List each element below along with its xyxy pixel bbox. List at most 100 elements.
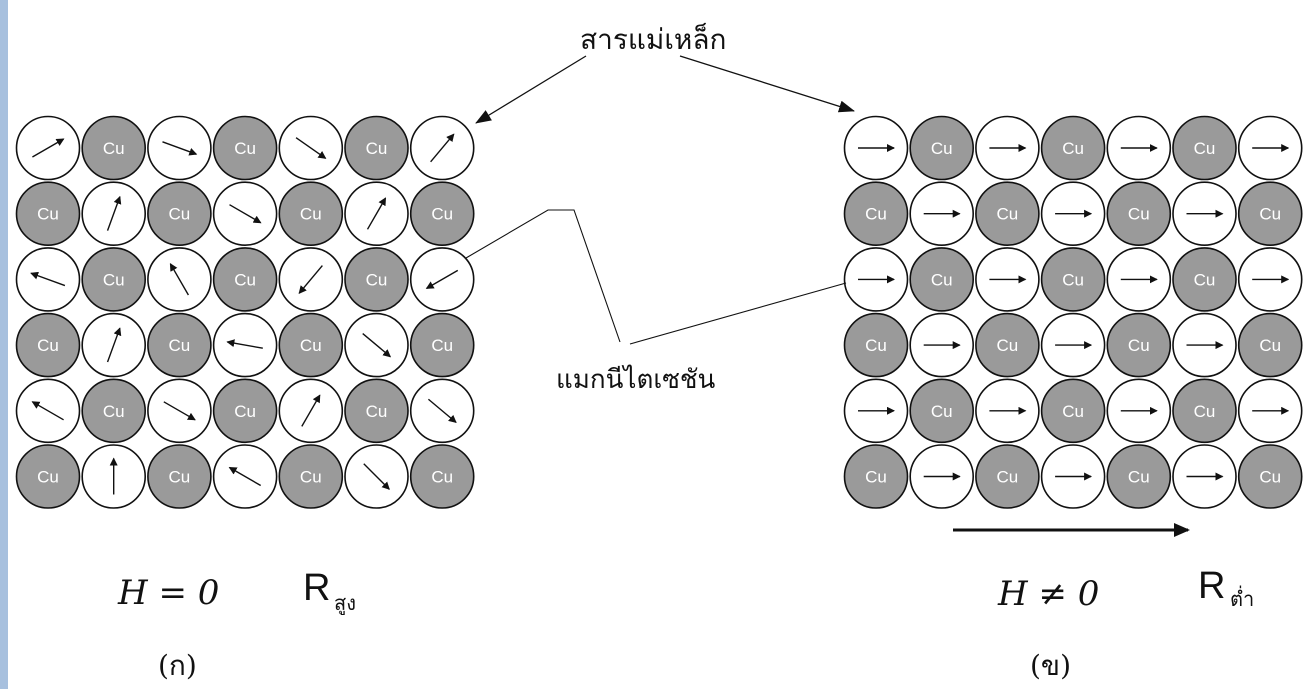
- right-cu-label: Cu: [865, 205, 887, 224]
- left-cu-atom: [278, 312, 344, 378]
- left-cu-label: Cu: [366, 139, 388, 158]
- right-cu-atom: [975, 312, 1040, 378]
- left-cu-label: Cu: [431, 468, 453, 487]
- right-caption: (ข): [1030, 649, 1071, 682]
- right-cu-label: Cu: [1194, 402, 1216, 421]
- right-cu-atom: [1237, 312, 1303, 378]
- right-cu-atom: [1237, 181, 1303, 246]
- right-cu-label: Cu: [931, 139, 953, 158]
- left-cu-label: Cu: [234, 402, 256, 421]
- left-cu-atom: [212, 378, 278, 444]
- right-cu-atom: [1106, 181, 1172, 246]
- right-cu-atom: [843, 312, 909, 378]
- left-cu-label: Cu: [234, 139, 256, 158]
- right-cu-label: Cu: [931, 402, 953, 421]
- left-cu-atom: [212, 247, 278, 312]
- right-cu-atom: [1106, 312, 1172, 378]
- left-magnetization-arrow: [430, 133, 455, 163]
- right-resistance-symbol: R: [1198, 565, 1225, 607]
- left-cu-atom: [344, 247, 409, 312]
- right-cu-atom: [1172, 247, 1237, 312]
- left-magnetization-arrow: [226, 339, 263, 349]
- right-cu-label: Cu: [865, 468, 887, 487]
- left-cu-atom: [81, 247, 146, 312]
- right-cu-atom: [975, 444, 1040, 509]
- right-cu-label: Cu: [931, 270, 953, 289]
- left-magnetization-arrow: [362, 332, 392, 358]
- right-cu-atom: [843, 444, 909, 509]
- right-cu-atom: [1237, 444, 1303, 509]
- right-cu-label: Cu: [1062, 402, 1084, 421]
- left-cu-atom: [278, 181, 344, 246]
- right-cu-atom: [909, 247, 975, 312]
- left-magnetization-arrow: [229, 204, 262, 224]
- right-cu-label: Cu: [1194, 139, 1216, 158]
- left-cu-label: Cu: [300, 336, 322, 355]
- left-field-equation: H = 0: [117, 573, 219, 613]
- right-cu-label: Cu: [1128, 336, 1150, 355]
- left-cu-label: Cu: [300, 205, 322, 224]
- left-magnetization-arrow: [298, 265, 323, 294]
- left-cu-atom: [15, 312, 81, 378]
- left-magnetization-arrow: [106, 327, 122, 363]
- right-cu-label: Cu: [1128, 205, 1150, 224]
- right-resistance-subscript: ต่ำ: [1230, 585, 1254, 611]
- left-magnetization-arrow: [228, 466, 262, 487]
- right-cu-atom: [909, 115, 975, 181]
- left-cu-label: Cu: [366, 402, 388, 421]
- left-cu-label: Cu: [234, 270, 256, 289]
- pointer-line-magnetic-left: [475, 55, 587, 124]
- left-cu-atom: [278, 444, 344, 509]
- right-cu-atom: [1106, 444, 1172, 509]
- left-magnetization-arrow: [427, 398, 457, 424]
- left-magnetization-arrow: [301, 394, 321, 427]
- pointer-line-magnetization-right: [629, 282, 847, 345]
- right-cu-label: Cu: [997, 468, 1019, 487]
- right-cu-label: Cu: [997, 336, 1019, 355]
- left-cu-label: Cu: [300, 468, 322, 487]
- left-cu-atom: [409, 181, 475, 246]
- left-cu-atom: [344, 115, 409, 181]
- left-magnetization-arrow: [169, 262, 190, 296]
- right-cu-atom: [975, 181, 1040, 246]
- right-cu-label: Cu: [1259, 205, 1281, 224]
- left-cu-atom: [147, 181, 212, 246]
- left-cu-atom: [81, 115, 146, 181]
- left-magnetization-arrow: [32, 138, 65, 158]
- left-cu-label: Cu: [169, 336, 191, 355]
- right-cu-atom: [1040, 115, 1106, 181]
- left-magnetization-arrow: [30, 271, 66, 287]
- left-magnetization-arrow: [425, 269, 459, 290]
- right-cu-atom: [1040, 378, 1106, 444]
- right-cu-atom: [1172, 378, 1237, 444]
- left-caption: (ก): [158, 649, 197, 682]
- left-cu-atom: [81, 378, 146, 444]
- right-cu-label: Cu: [1259, 468, 1281, 487]
- right-cu-label: Cu: [865, 336, 887, 355]
- left-cu-label: Cu: [169, 205, 191, 224]
- right-cu-label: Cu: [1062, 270, 1084, 289]
- left-cu-label: Cu: [37, 336, 59, 355]
- left-cu-label: Cu: [169, 468, 191, 487]
- left-magnetization-arrow: [363, 463, 390, 490]
- right-cu-atom: [1040, 247, 1106, 312]
- left-magnetization-arrow: [162, 141, 198, 156]
- left-cu-atom: [147, 312, 212, 378]
- left-cu-atom: [147, 444, 212, 509]
- pointer-line-magnetization-left: [465, 209, 621, 343]
- left-cu-atom: [409, 444, 475, 509]
- right-field-equation: H ≠ 0: [997, 574, 1099, 614]
- left-cu-label: Cu: [103, 139, 125, 158]
- right-cu-label: Cu: [1194, 270, 1216, 289]
- left-magnetization-arrow: [163, 401, 196, 421]
- left-cu-atom: [15, 181, 81, 246]
- left-magnetization-arrow: [366, 197, 387, 230]
- pointer-line-magnetic-right: [679, 55, 855, 113]
- left-magnetization-arrow: [31, 401, 64, 421]
- right-cu-label: Cu: [997, 205, 1019, 224]
- left-magnetization-arrow: [295, 137, 327, 159]
- magnetic-material-label: สารแม่เหล็ก: [580, 22, 727, 56]
